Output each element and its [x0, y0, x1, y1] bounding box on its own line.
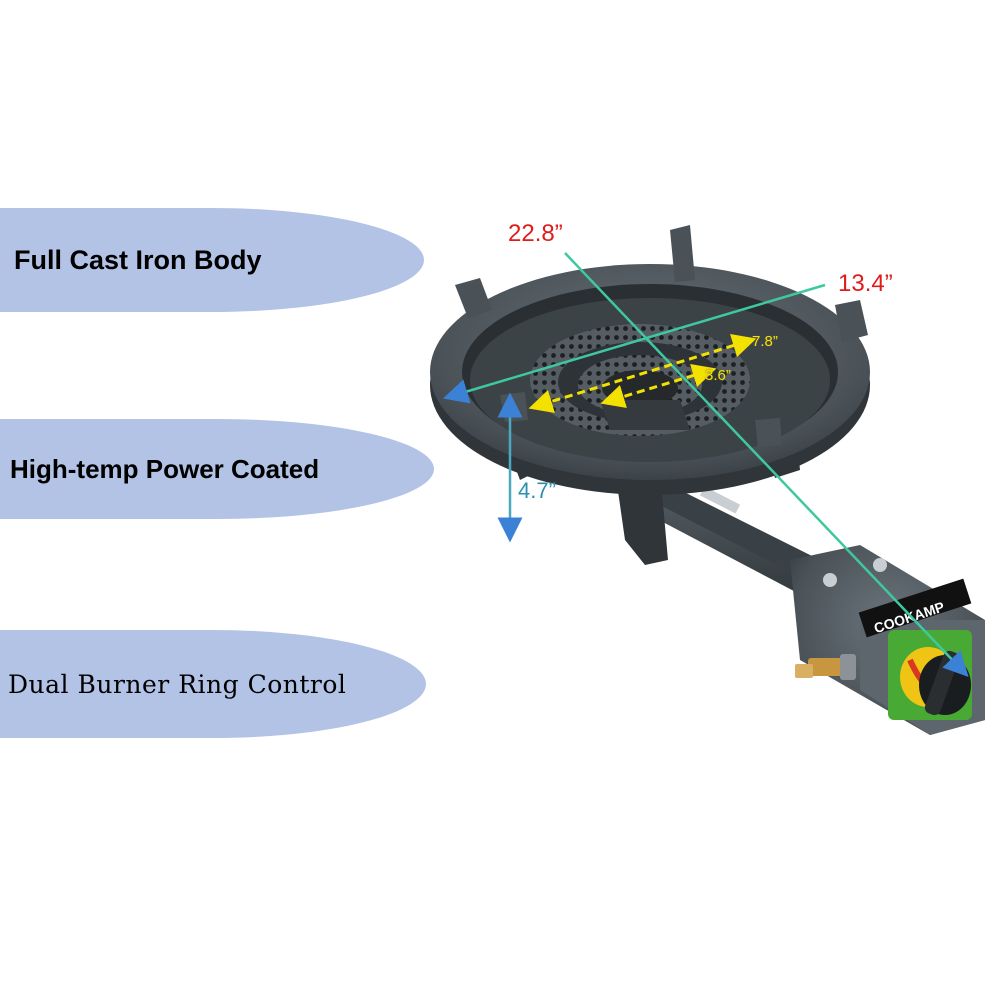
- dimension-arrows: [443, 252, 969, 678]
- feature-pill-cast-iron: Full Cast Iron Body: [0, 208, 424, 312]
- feature-label: Dual Burner Ring Control: [8, 669, 347, 699]
- feature-label: Full Cast Iron Body: [14, 244, 262, 275]
- gas-inlet-fitting: [795, 654, 856, 680]
- dim-outer-ring-label: 7.8”: [752, 333, 778, 350]
- feature-pill-dual-ring: Dual Burner Ring Control: [0, 630, 426, 738]
- feature-label: High-temp Power Coated: [10, 453, 320, 484]
- burner-arm: [610, 460, 830, 610]
- control-box: COOKAMP: [790, 545, 985, 735]
- dim-width-label: 13.4”: [838, 270, 893, 297]
- dim-diagonal-label: 22.8”: [508, 220, 563, 247]
- dim-height-label: 4.7”: [518, 478, 556, 503]
- feature-pill-coating: High-temp Power Coated: [0, 419, 434, 519]
- dim-inner-ring-label: 3.6”: [705, 367, 731, 384]
